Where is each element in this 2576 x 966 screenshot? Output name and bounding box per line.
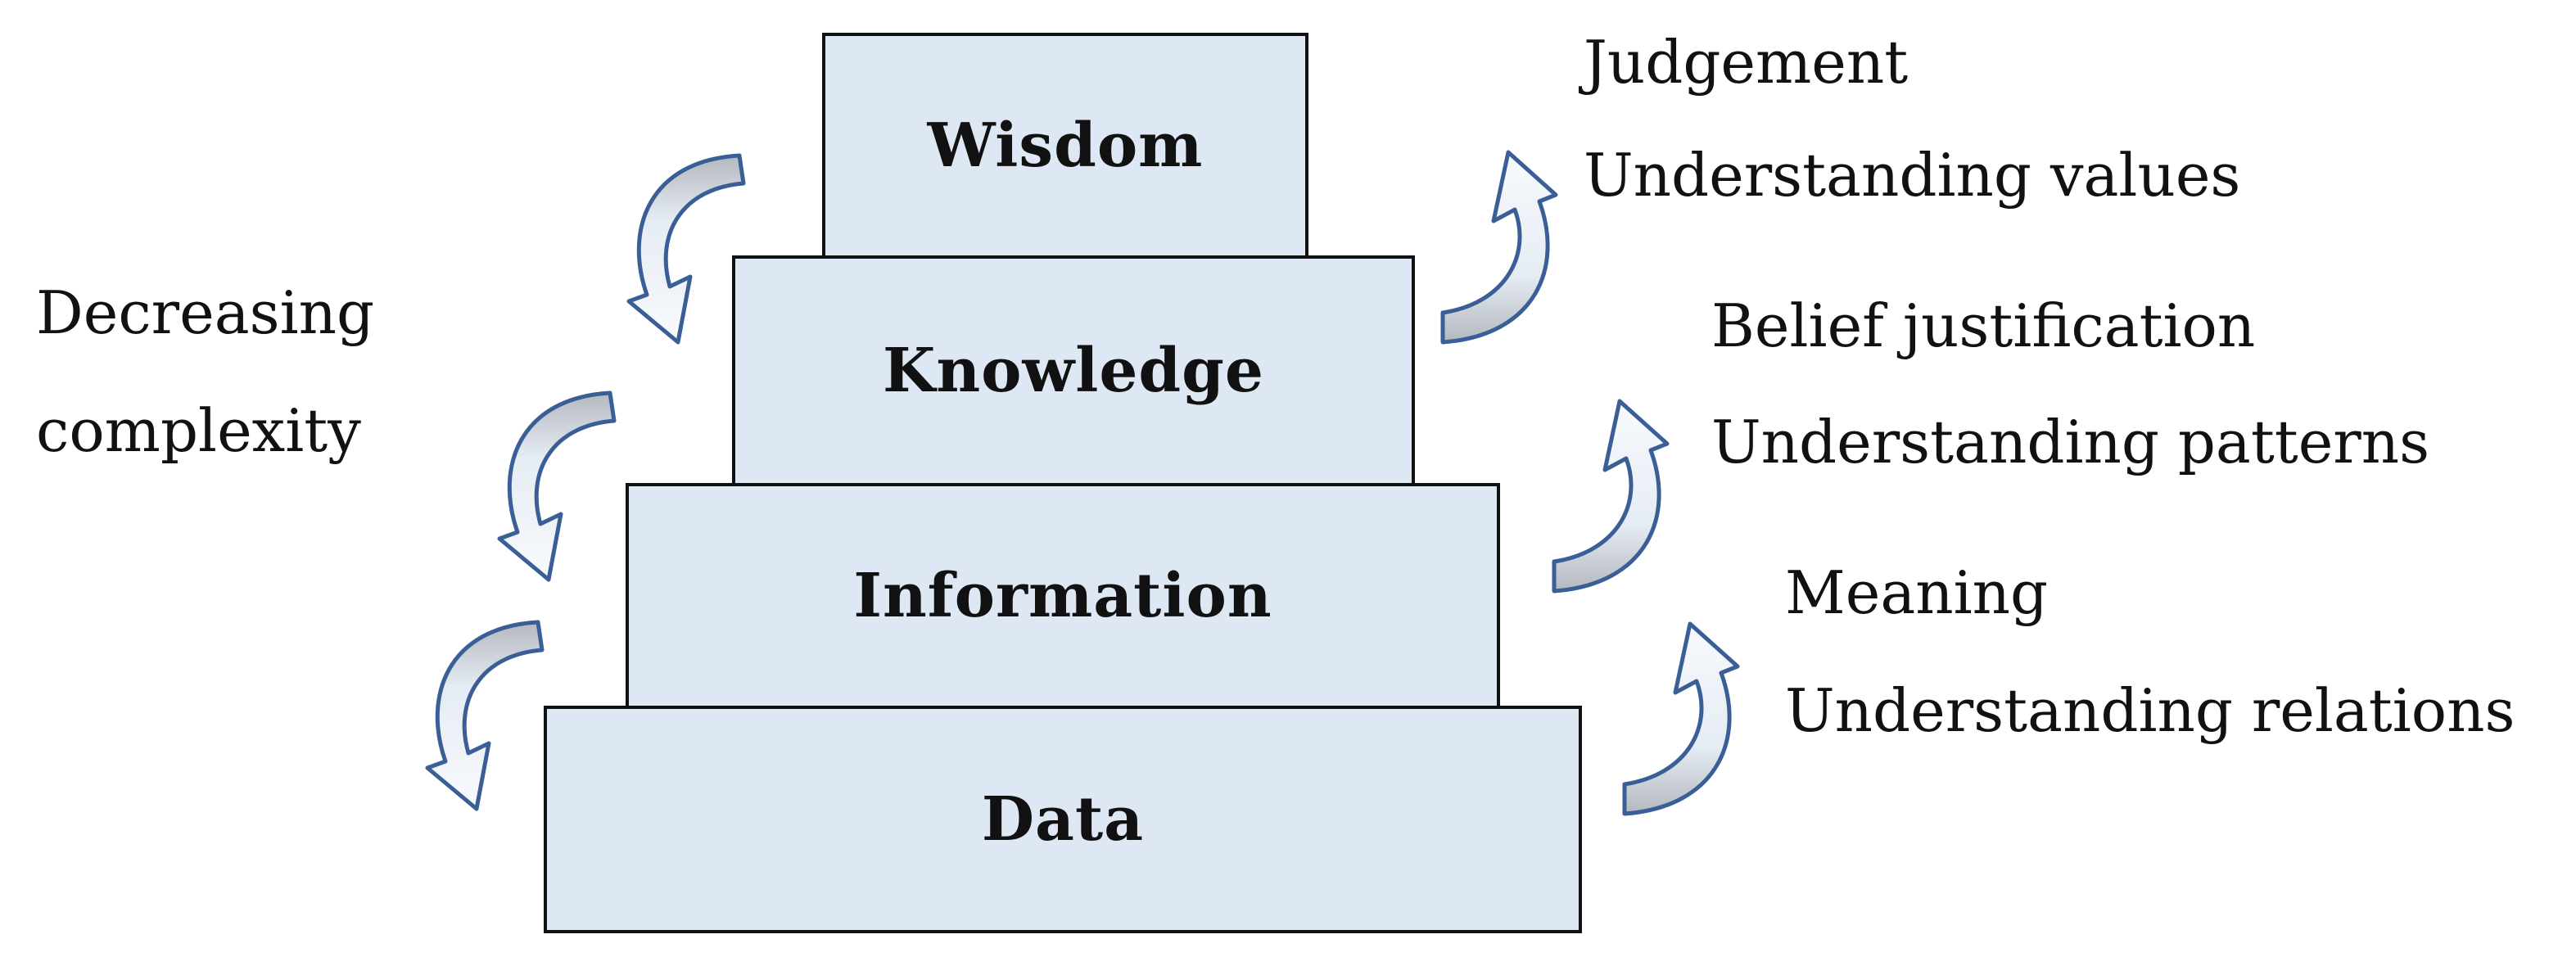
tier-wisdom: Wisdom (822, 33, 1308, 259)
curved-down-arrow-icon (427, 622, 542, 809)
tier-wisdom-label: Wisdom (927, 111, 1204, 181)
wisdom-annotation-line1: Judgement (1584, 28, 1909, 97)
tier-data-label: Data (981, 784, 1145, 855)
wisdom-annotation-line2: Understanding values (1584, 141, 2241, 210)
information-annotation-line2: Understanding relations (1785, 676, 2515, 745)
curved-down-arrow-icon (629, 156, 743, 342)
curved-down-arrow-icon (499, 393, 614, 580)
knowledge-annotation-line2: Understanding patterns (1711, 408, 2430, 476)
tier-knowledge: Knowledge (732, 255, 1415, 486)
curved-up-arrow-icon (1625, 624, 1738, 814)
decreasing-complexity-line1: Decreasing (36, 278, 375, 347)
decreasing-complexity-line2: complexity (36, 396, 361, 465)
curved-up-arrow-icon (1554, 401, 1667, 591)
tier-information-label: Information (853, 561, 1272, 631)
curved-up-arrow-icon (1443, 152, 1556, 342)
tier-information: Information (626, 483, 1500, 709)
knowledge-annotation-line1: Belief justification (1711, 291, 2256, 360)
tier-data: Data (544, 706, 1582, 933)
information-annotation-line1: Meaning (1785, 558, 2049, 627)
tier-knowledge-label: Knowledge (883, 336, 1264, 406)
